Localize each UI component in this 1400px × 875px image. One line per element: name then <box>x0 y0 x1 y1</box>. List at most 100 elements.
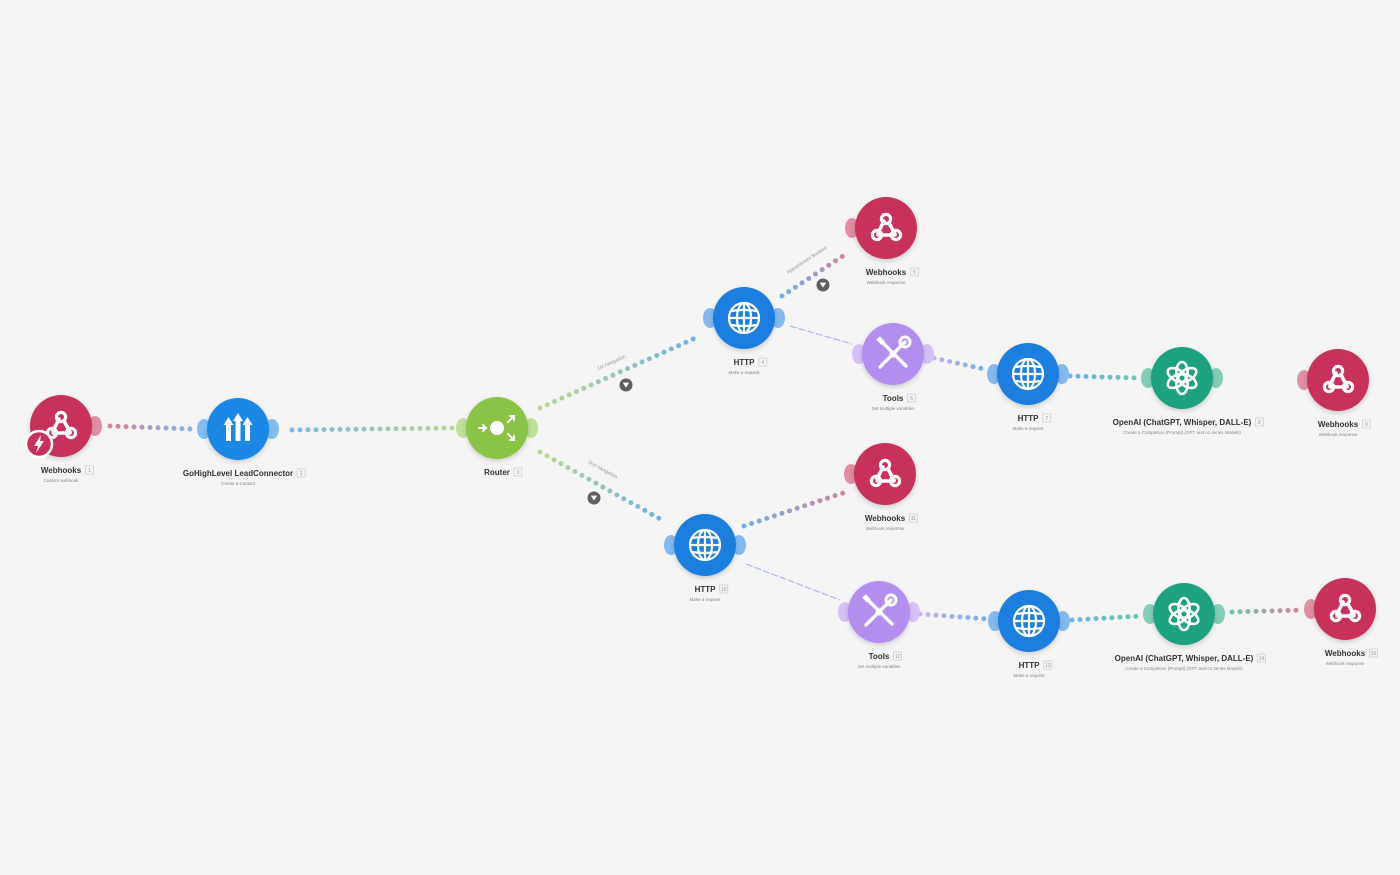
module-app-name: GoHighLevel LeadConnector <box>183 469 293 478</box>
svg-text:5: 5 <box>913 270 916 276</box>
tools-icon <box>876 335 912 369</box>
module-id-badge: 2 <box>296 468 306 478</box>
module-id-badge: 1 <box>85 465 94 475</box>
svg-text:9: 9 <box>1365 422 1368 428</box>
module-id-badge: 15 <box>1369 648 1378 658</box>
module-app-name: OpenAI (ChatGPT, Whisper, DALL-E) <box>1113 418 1252 427</box>
module-app-name: Tools <box>869 652 890 661</box>
webhook-icon <box>1329 593 1362 623</box>
connection-m10-m11[interactable] <box>741 489 849 529</box>
module-circle[interactable] <box>854 443 916 505</box>
connection-m1-m2[interactable] <box>107 423 195 432</box>
module-circle[interactable] <box>855 197 917 259</box>
connection-m14-m15[interactable] <box>1229 607 1305 615</box>
module-action: Make a request <box>1013 673 1045 678</box>
svg-text:7: 7 <box>1045 416 1048 422</box>
connection-m13-m14[interactable] <box>1069 613 1145 623</box>
connection-m2-m3[interactable] <box>289 425 461 433</box>
module-app-name: Webhooks <box>41 466 82 475</box>
connection-m4-m5[interactable] <box>779 251 849 299</box>
module-id-badge: 6 <box>907 393 916 403</box>
router-icon <box>478 415 515 441</box>
connection-m6-m7[interactable] <box>931 355 991 373</box>
connection-m3-m10[interactable] <box>537 449 665 523</box>
openai-icon <box>1168 596 1200 632</box>
route-labels: 1st navigation 2nd navigation Appointmen… <box>587 245 828 480</box>
svg-text:3: 3 <box>517 470 520 476</box>
module-id-badge: 3 <box>513 467 523 477</box>
globe-icon <box>688 528 722 562</box>
module-node[interactable]: OpenAI (ChatGPT, Whisper, DALL-E)8Create… <box>1113 347 1264 435</box>
module-node[interactable]: Router 3 <box>456 397 538 477</box>
module-action: Webhook response <box>866 526 905 531</box>
filter-icon[interactable] <box>587 491 601 505</box>
module-action: Webhook response <box>867 280 906 285</box>
module-id-badge: 4 <box>758 357 768 367</box>
openai-icon <box>1166 360 1198 396</box>
module-action: Make a request <box>728 370 760 375</box>
module-app-name: OpenAI (ChatGPT, Whisper, DALL-E) <box>1115 654 1254 663</box>
module-id-badge: 7 <box>1042 413 1052 423</box>
module-action: Create a Contact <box>221 481 256 486</box>
module-action: Make a request <box>1012 426 1044 431</box>
svg-text:14: 14 <box>1259 656 1265 662</box>
webhook-icon <box>869 458 902 488</box>
module-app-name: HTTP <box>734 358 756 367</box>
module-circle[interactable] <box>1151 347 1213 409</box>
svg-text:13: 13 <box>1045 663 1051 669</box>
tools-icon <box>862 593 898 627</box>
module-circle[interactable] <box>1314 578 1376 640</box>
module-action: Set multiple variables <box>858 664 902 669</box>
module-action: Custom webhook <box>44 478 80 483</box>
webhook-icon <box>870 212 903 242</box>
module-action: Create a Completion (Prompt) (GPT and o1… <box>1123 430 1241 435</box>
lightning-icon[interactable] <box>24 429 54 459</box>
module-app-name: Router <box>484 468 510 477</box>
route-filters <box>587 278 830 505</box>
module-action: Webhook response <box>1319 432 1358 437</box>
module-app-name: Webhooks <box>866 268 907 277</box>
connection-m3-m4[interactable] <box>537 333 703 411</box>
filter-icon[interactable] <box>619 378 633 392</box>
connection-m12-m13[interactable] <box>917 611 991 622</box>
connection-m10-m12[interactable] <box>745 563 841 601</box>
module-circle[interactable] <box>1153 583 1215 645</box>
globe-icon <box>727 301 761 335</box>
svg-text:15: 15 <box>1371 651 1377 657</box>
module-id-badge: 8 <box>1255 417 1264 427</box>
globe-icon <box>1012 604 1046 638</box>
module-id-badge: 14 <box>1257 653 1266 663</box>
route-label-1: 1st navigation <box>596 354 627 372</box>
filter-icon[interactable] <box>816 278 830 292</box>
svg-text:10: 10 <box>721 587 727 593</box>
module-app-name: Tools <box>883 394 904 403</box>
module-action: Create a Completion (Prompt) (GPT and o1… <box>1125 666 1243 671</box>
module-node[interactable]: OpenAI (ChatGPT, Whisper, DALL-E) 14Creat… <box>1115 583 1266 671</box>
module-id-badge: 5 <box>910 267 919 277</box>
connection-m4-m6[interactable] <box>789 325 853 345</box>
svg-text:2: 2 <box>300 471 303 477</box>
module-id-badge: 9 <box>1362 419 1371 429</box>
webhook-icon <box>45 410 78 440</box>
module-app-name: HTTP <box>1018 414 1040 423</box>
module-circle[interactable] <box>1307 349 1369 411</box>
svg-text:6: 6 <box>910 396 913 402</box>
leadconnector-icon <box>223 413 253 441</box>
route-label-2: 2nd navigation <box>587 460 619 481</box>
webhook-icon <box>1322 364 1355 394</box>
connection-m7-m8[interactable] <box>1067 373 1141 381</box>
